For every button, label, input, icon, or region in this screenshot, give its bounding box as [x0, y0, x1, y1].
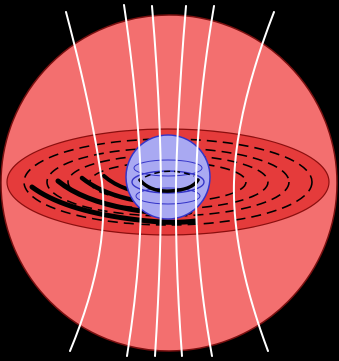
inner-sphere-ring-upper	[133, 159, 203, 177]
field-line-1	[65, 11, 105, 352]
inner-core-orbit	[138, 178, 200, 193]
orbit-arc-1	[29, 184, 198, 225]
inner-sphere-body	[125, 134, 211, 220]
inner-core-orbit-back	[144, 170, 195, 178]
field-line-3	[151, 5, 163, 357]
field-lines	[65, 4, 275, 357]
field-line-5	[194, 5, 215, 357]
inner-sphere	[125, 134, 211, 220]
field-line-4	[174, 5, 187, 357]
field-line-6	[232, 11, 275, 352]
field-line-2	[123, 4, 143, 357]
inner-sphere-ring-lower	[135, 187, 201, 205]
